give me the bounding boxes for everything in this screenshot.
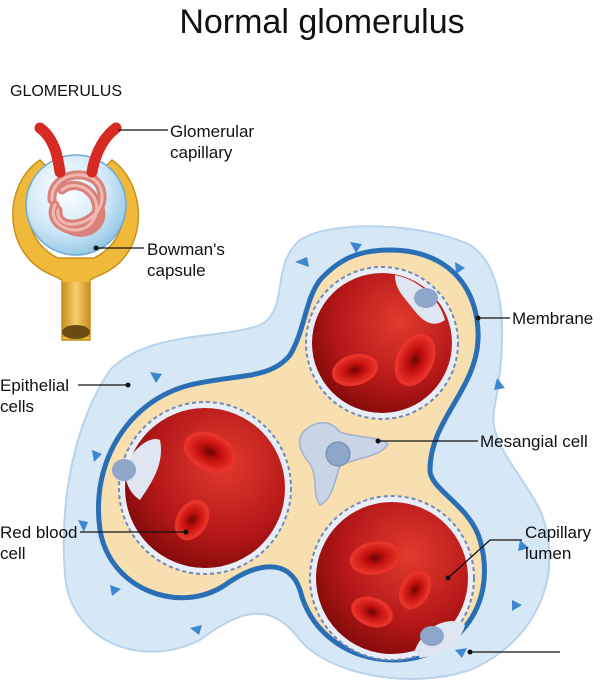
- capillary-loop-top: [305, 266, 459, 420]
- label-glomerular-capillary-line1: Glomerular: [170, 122, 254, 141]
- label-red-blood-cell: Red blood cell: [0, 523, 82, 563]
- label-membrane: Membrane: [512, 309, 593, 328]
- rbc-top: [331, 333, 436, 387]
- capillary-loop-bottom: [309, 495, 475, 661]
- label-mesangial-cell-line1: Mesangial cell: [480, 432, 588, 451]
- epithelial-nuclei: [78, 242, 529, 658]
- label-capillary-lumen: Capillary lumen: [525, 523, 596, 563]
- cross-section: [62, 225, 551, 680]
- label-bowmans-capsule-line1: Bowman's: [147, 240, 225, 259]
- label-membrane-line1: Membrane: [512, 309, 593, 328]
- inset-glomerulus: GLOMERULUS: [10, 83, 140, 341]
- efferent-arteriole: [86, 122, 122, 178]
- label-epithelial-cells: Epithelial cells: [0, 376, 74, 416]
- afferent-arteriole: [34, 122, 66, 178]
- label-epithelial-cells-line1: Epithelial: [0, 376, 69, 395]
- leader-capillary-lumen: [447, 539, 522, 579]
- label-red-blood-cell-line2: cell: [0, 544, 26, 563]
- rbc-left: [174, 431, 237, 541]
- label-epithelial-cells-line2: cells: [0, 397, 34, 416]
- inset-heading: GLOMERULUS: [10, 83, 122, 100]
- label-mesangial-cell: Mesangial cell: [480, 432, 588, 451]
- label-red-blood-cell-line1: Red blood: [0, 523, 78, 542]
- mesangial-cell: [298, 421, 389, 506]
- label-glomerular-capillary-line2: capillary: [170, 143, 233, 162]
- capillary-loop-left: [112, 401, 292, 575]
- rbc-bottom: [349, 541, 432, 628]
- diagram-title: Normal glomerulus: [179, 3, 464, 41]
- label-glomerular-capillary: Glomerular capillary: [170, 122, 259, 162]
- glomerular-tuft-bulb: [25, 154, 127, 256]
- label-bowmans-capsule-line2: capsule: [147, 261, 206, 280]
- label-capillary-lumen-line1: Capillary: [525, 523, 592, 542]
- tubule-opening: [62, 325, 90, 339]
- label-bowmans-capsule: Bowman's capsule: [147, 240, 230, 280]
- label-capillary-lumen-line2: lumen: [525, 544, 571, 563]
